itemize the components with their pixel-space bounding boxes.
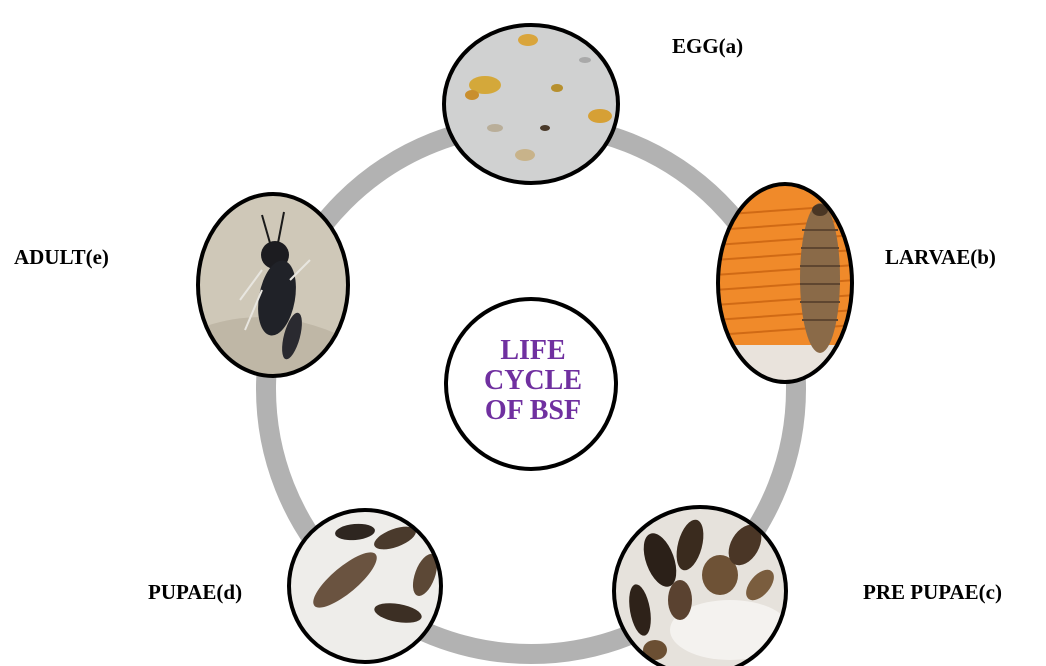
adult-label: ADULT(e) — [14, 245, 109, 270]
prepupae-label: PRE PUPAE(c) — [863, 580, 1002, 605]
larvae-label: LARVAE(b) — [885, 245, 996, 270]
egg-label: EGG(a) — [672, 34, 743, 59]
center-title: LIFE CYCLE OF BSF — [450, 336, 616, 426]
egg-photo — [440, 20, 625, 190]
pupae-label: PUPAE(d) — [148, 580, 242, 605]
